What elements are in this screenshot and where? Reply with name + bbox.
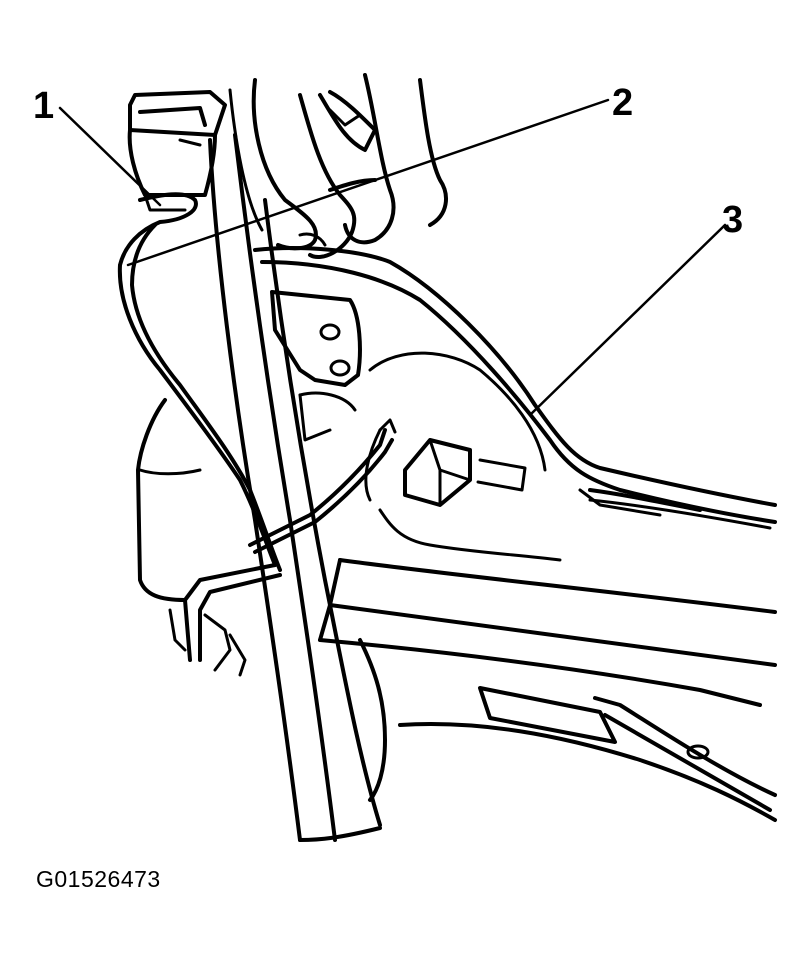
leader-line-2 [126, 98, 610, 267]
figure-id-label: G01526473 [36, 866, 161, 892]
callout-number-1: 1 [33, 85, 54, 127]
wiring-harness [117, 192, 282, 677]
callout-number-2: 2 [612, 82, 633, 124]
pillar [208, 88, 382, 842]
leader-line-1 [58, 106, 162, 207]
retaining-rod [248, 418, 397, 554]
lower-left-panel [136, 398, 387, 802]
connector-housing [127, 90, 227, 212]
leader-lines [58, 98, 727, 417]
body-panel-frame [253, 246, 777, 822]
callout-number-3: 3 [722, 199, 743, 241]
leader-line-3 [528, 223, 727, 417]
